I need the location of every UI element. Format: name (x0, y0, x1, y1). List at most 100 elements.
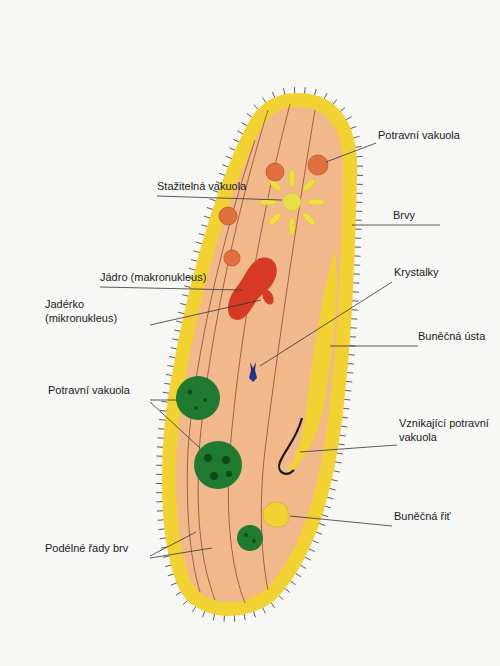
cilium (191, 260, 198, 262)
cilium (331, 479, 338, 481)
cilium (247, 114, 253, 118)
cilium (319, 523, 326, 525)
cilium (353, 264, 360, 265)
cilium (210, 199, 217, 201)
cilium (156, 501, 163, 502)
cilium (355, 202, 362, 203)
cell-body (169, 100, 350, 609)
cilium (180, 303, 187, 305)
cilium (339, 435, 346, 436)
cilium (355, 220, 362, 221)
part-label: Potravní vakuola (378, 128, 460, 142)
part-label: Jádro (makronukleus) (100, 270, 206, 284)
part-label: Podélné řady brv (45, 541, 128, 555)
cilium (156, 492, 163, 493)
cilium (351, 309, 358, 310)
leader-lines (100, 143, 440, 558)
cilium (340, 107, 345, 111)
cilium (333, 471, 340, 472)
cilium (171, 583, 178, 586)
cilium (156, 483, 163, 484)
part-label: Buněčná řiť (394, 509, 451, 523)
cilium (294, 87, 295, 94)
cilium (166, 374, 173, 375)
cilium (338, 444, 345, 445)
cilium (182, 295, 189, 297)
part-label: Buněčná ústa (418, 329, 485, 343)
cilium (201, 225, 208, 227)
cilium (308, 549, 314, 552)
cilium (272, 92, 275, 98)
cilium (192, 606, 196, 612)
cilium (168, 574, 175, 576)
part-label: Potravní vakuola (48, 383, 130, 397)
cilium (204, 216, 211, 218)
cilium (163, 392, 170, 393)
cilium (355, 229, 362, 230)
cilium (322, 515, 329, 517)
cilium (262, 607, 265, 613)
food-vacuoles-green (176, 376, 263, 551)
part-label: Jadérko (mikronukleus) (45, 297, 130, 325)
cilium (355, 211, 362, 212)
crystal (249, 362, 257, 382)
cilium (189, 268, 196, 270)
cilium (345, 381, 352, 383)
cilium (241, 123, 247, 126)
cilium (164, 383, 171, 384)
part-label: Vznikající potravní vakuola (399, 416, 495, 444)
cilium (271, 602, 275, 608)
cilium (253, 611, 255, 618)
cilium (343, 399, 350, 401)
cilium (262, 98, 266, 104)
cilium (233, 139, 239, 142)
cilium (304, 557, 310, 560)
food-vacuoles-red (219, 155, 328, 266)
micronucleus (260, 288, 276, 307)
cilium (346, 372, 353, 374)
cilium (207, 207, 214, 209)
cilium (327, 497, 334, 499)
cilium (354, 246, 361, 247)
cilium (354, 255, 361, 256)
cilium (183, 600, 188, 605)
cilium (336, 453, 343, 454)
cilium (356, 175, 363, 176)
cilium (350, 318, 357, 319)
cilium (344, 390, 351, 392)
cilium (345, 117, 351, 120)
cilium (254, 105, 259, 110)
cilium (171, 348, 178, 349)
cilium (356, 166, 363, 167)
cilium (172, 339, 179, 340)
cilium (176, 321, 183, 322)
cilium (348, 354, 355, 356)
cilia (156, 87, 363, 622)
longitudinal-lines (187, 104, 315, 603)
cilium (174, 330, 181, 331)
cilium (194, 251, 201, 253)
cilium (244, 613, 245, 620)
cilium (350, 126, 357, 129)
cilium (312, 540, 318, 543)
cilium (356, 193, 363, 194)
cilium (196, 242, 203, 244)
cilium (156, 474, 163, 475)
cilium (278, 595, 283, 600)
cilium (234, 615, 235, 622)
cilium (184, 286, 191, 288)
cilium (295, 573, 301, 577)
cilium (324, 506, 331, 508)
cilium (352, 291, 359, 292)
cilium (349, 336, 356, 338)
cilium (329, 488, 336, 490)
cilium (213, 614, 214, 621)
cilium (342, 408, 349, 410)
cilium (354, 238, 361, 239)
cilium (340, 426, 347, 428)
cilium (284, 588, 289, 592)
part-label: Brvy (393, 208, 415, 222)
forming-vacuole (279, 418, 302, 474)
cilium (237, 131, 243, 134)
cilium (284, 88, 285, 95)
